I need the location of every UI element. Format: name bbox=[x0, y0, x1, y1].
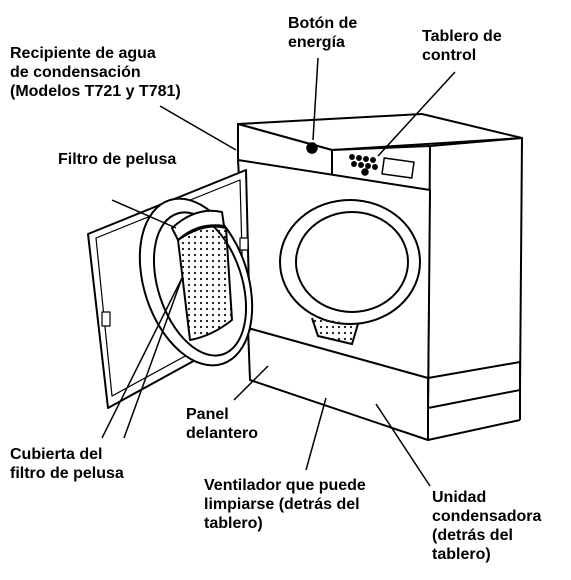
label-lint-filter: Filtro de pelusa bbox=[58, 151, 177, 168]
control-display bbox=[381, 157, 415, 179]
drum-opening bbox=[279, 199, 421, 346]
control-elements bbox=[306, 142, 415, 179]
power-button-knob bbox=[306, 142, 318, 154]
lint-filter-screen bbox=[177, 225, 233, 341]
leader-lines bbox=[101, 57, 456, 487]
cabinet-side bbox=[427, 137, 523, 409]
open-door bbox=[87, 169, 254, 409]
